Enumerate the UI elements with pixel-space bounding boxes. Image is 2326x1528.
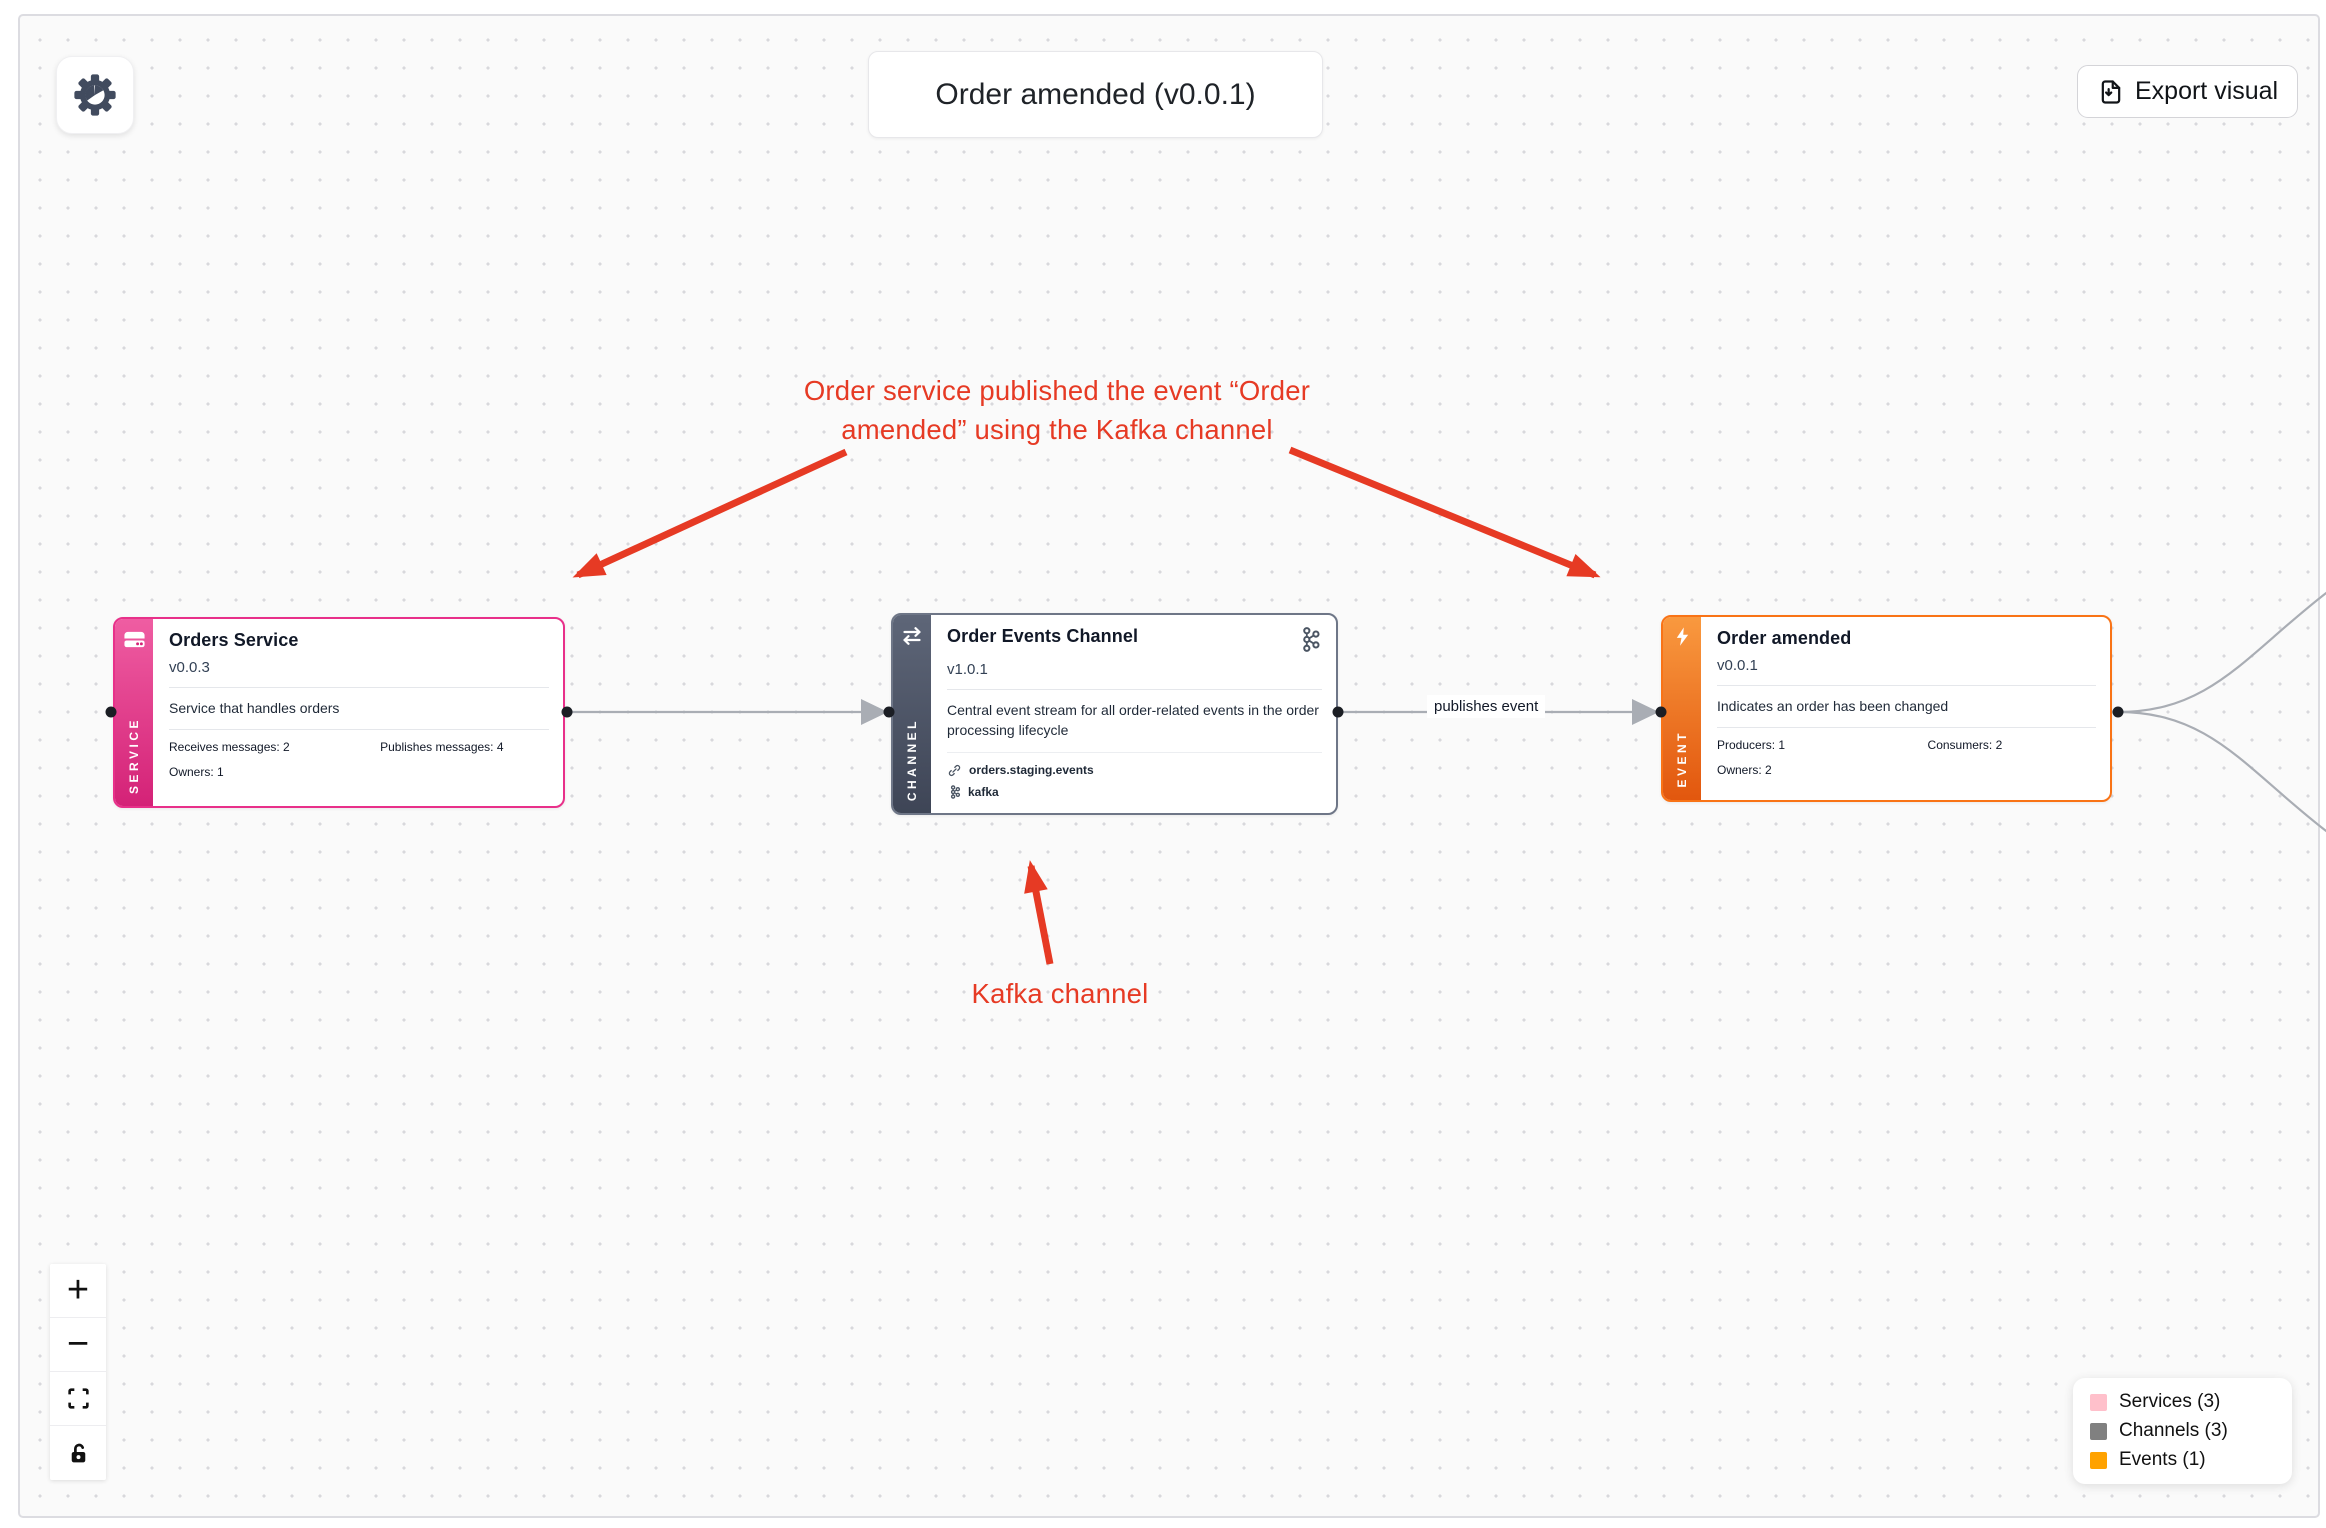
divider bbox=[169, 729, 549, 731]
lock-toggle-button[interactable] bbox=[50, 1426, 106, 1480]
export-visual-label: Export visual bbox=[2135, 77, 2279, 105]
legend-channels-label: Channels (3) bbox=[2119, 1420, 2228, 1441]
zoom-out-button[interactable]: − bbox=[50, 1318, 106, 1372]
services-color-swatch bbox=[2090, 1393, 2107, 1411]
service-publishes: Publishes messages: 4 bbox=[380, 740, 504, 755]
service-receives: Receives messages: 2 bbox=[169, 740, 290, 755]
server-icon bbox=[123, 631, 145, 648]
settings-button[interactable] bbox=[56, 56, 134, 134]
event-content: Order amended v0.0.1 Indicates an order … bbox=[1701, 617, 2110, 800]
edge-label-publishes-event: publishes event bbox=[1427, 695, 1546, 718]
event-owners: Owners: 2 bbox=[1717, 763, 1772, 778]
divider bbox=[947, 689, 1322, 690]
channel-title: Order Events Channel bbox=[947, 626, 1139, 646]
service-badge: SERVICE bbox=[127, 717, 141, 794]
annotation-publish-note: Order service published the event “Order… bbox=[752, 371, 1362, 449]
canvas-controls: + − bbox=[50, 1264, 106, 1480]
legend: Services (3) Channels (3) Events (1) bbox=[2073, 1378, 2292, 1484]
export-document-icon bbox=[2101, 79, 2121, 104]
service-version: v0.0.3 bbox=[169, 659, 210, 676]
annotation-publish-line1: Order service published the event “Order bbox=[803, 375, 1311, 406]
event-description: Indicates an order has been changed bbox=[1717, 698, 1949, 714]
legend-item-services: Services (3) bbox=[2090, 1391, 2282, 1413]
channel-content: Order Events Channel v1.0.1 Central even… bbox=[931, 615, 1336, 813]
arrows-exchange-icon bbox=[903, 627, 921, 645]
event-version: v0.0.1 bbox=[1717, 657, 1758, 674]
node-orders-service[interactable]: SERVICE Orders Service v0.0.3 Service th… bbox=[113, 617, 565, 808]
channel-version: v1.0.1 bbox=[947, 661, 988, 678]
service-content: Orders Service v0.0.3 Service that handl… bbox=[153, 619, 563, 806]
event-sidebar: EVENT bbox=[1663, 617, 1701, 800]
gear-icon bbox=[74, 74, 116, 116]
divider bbox=[169, 687, 549, 688]
lightning-bolt-icon bbox=[1676, 627, 1688, 646]
plus-icon: + bbox=[66, 1269, 90, 1311]
channel-protocol: kafka bbox=[968, 784, 999, 799]
node-order-amended-event[interactable]: EVENT Order amended v0.0.1 Indicates an … bbox=[1661, 615, 2112, 802]
annotation-kafka-channel: Kafka channel bbox=[971, 978, 1149, 1009]
events-color-swatch bbox=[2090, 1451, 2107, 1469]
link-icon bbox=[948, 764, 961, 776]
node-order-events-channel[interactable]: CHANNEL Order Events Channel v1.0.1 bbox=[891, 613, 1338, 815]
service-sidebar: SERVICE bbox=[115, 619, 153, 806]
zoom-in-button[interactable]: + bbox=[50, 1264, 106, 1318]
event-producers: Producers: 1 bbox=[1717, 738, 1786, 753]
fit-view-button[interactable] bbox=[50, 1372, 106, 1426]
service-title: Orders Service bbox=[169, 630, 299, 650]
divider bbox=[947, 751, 1322, 753]
legend-item-events: Events (1) bbox=[2090, 1449, 2282, 1471]
unlock-icon bbox=[71, 1443, 85, 1462]
annotation-publish-line2: amended” using the Kafka channel bbox=[841, 414, 1273, 445]
legend-services-label: Services (3) bbox=[2119, 1391, 2221, 1412]
event-consumers: Consumers: 2 bbox=[1927, 738, 2003, 753]
channel-address: orders.staging.events bbox=[969, 763, 1094, 778]
event-badge: EVENT bbox=[1675, 730, 1689, 788]
event-title: Order amended bbox=[1717, 628, 1852, 648]
kafka-icon bbox=[1303, 627, 1320, 652]
fullscreen-icon bbox=[67, 1388, 89, 1409]
channel-badge: CHANNEL bbox=[905, 717, 919, 801]
legend-events-label: Events (1) bbox=[2119, 1449, 2206, 1470]
kafka-protocol-icon bbox=[950, 784, 961, 799]
minus-icon: − bbox=[66, 1323, 90, 1365]
export-visual-button[interactable]: Export visual bbox=[2077, 65, 2299, 118]
divider bbox=[1717, 727, 2096, 729]
service-description: Service that handles orders bbox=[169, 700, 340, 716]
channels-color-swatch bbox=[2090, 1422, 2107, 1440]
service-owners: Owners: 1 bbox=[169, 765, 224, 780]
legend-item-channels: Channels (3) bbox=[2090, 1420, 2282, 1442]
channel-sidebar: CHANNEL bbox=[893, 615, 931, 813]
diagram-title: Order amended (v0.0.1) bbox=[868, 51, 1323, 138]
divider bbox=[1717, 685, 2096, 686]
channel-description: Central event stream for all order-relat… bbox=[947, 702, 1319, 739]
